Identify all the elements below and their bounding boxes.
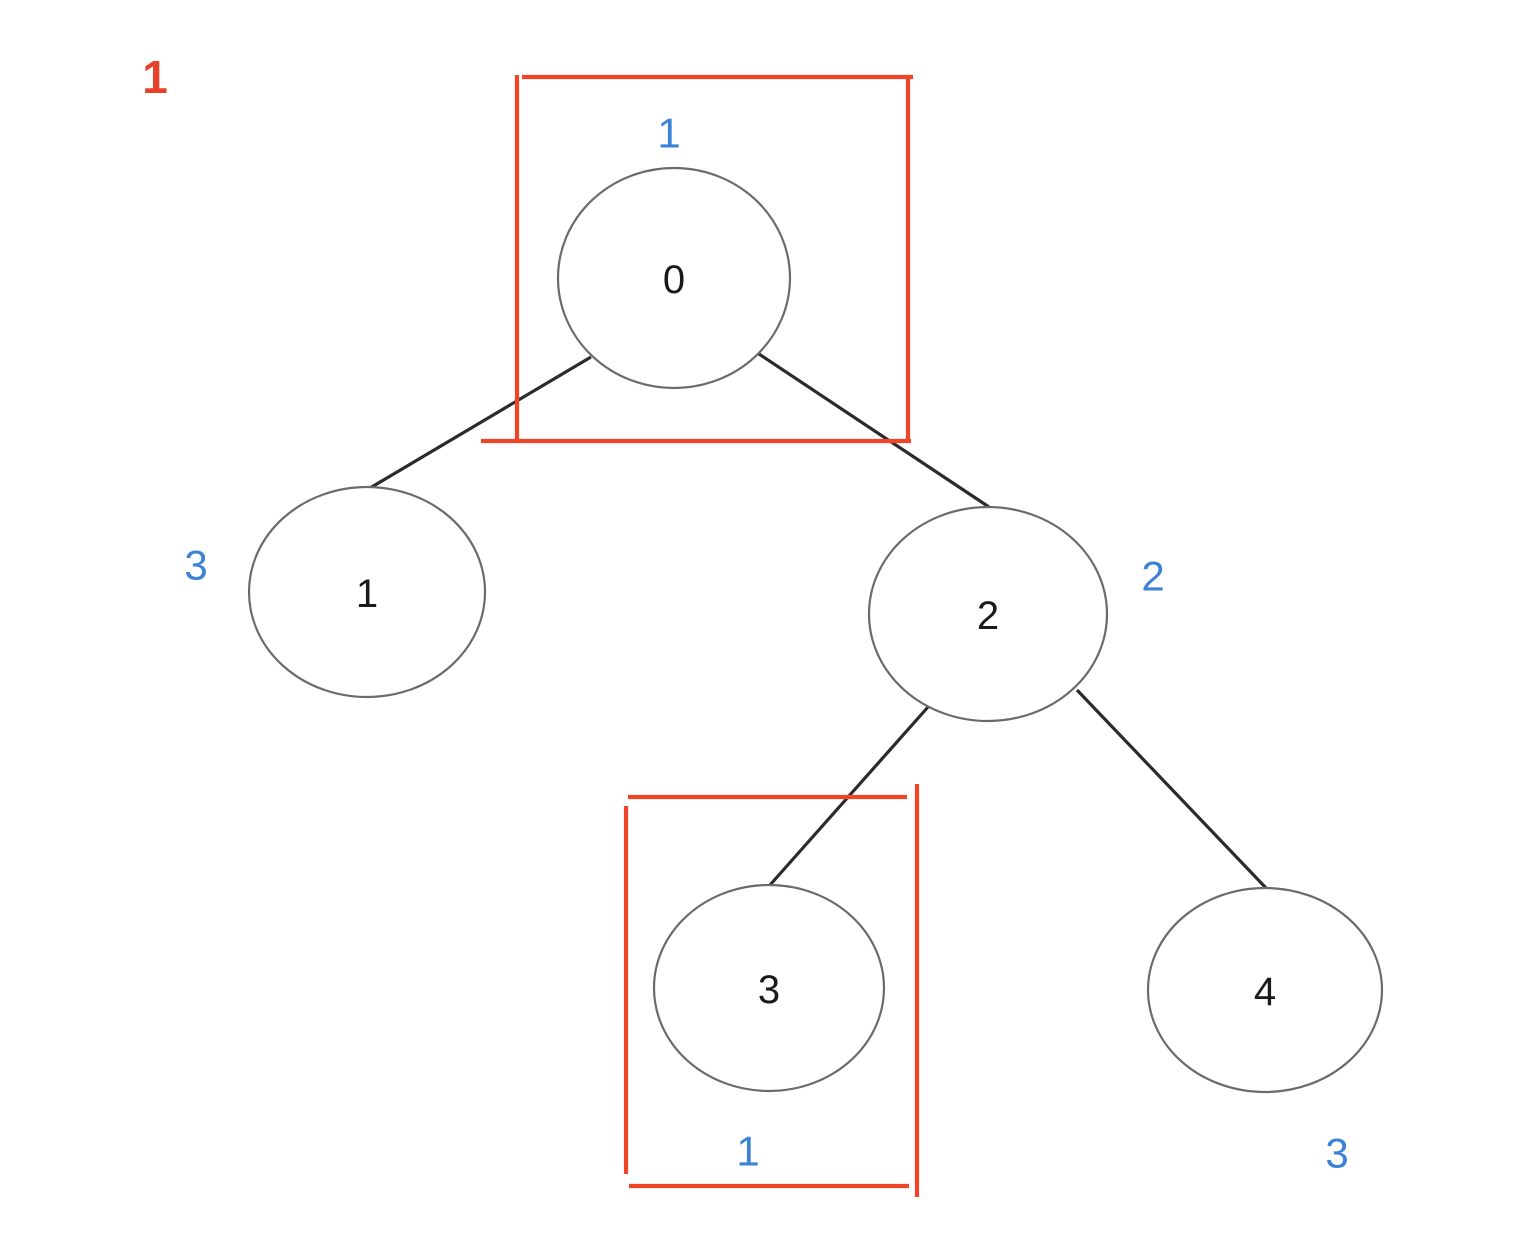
node-circle-2 [867,505,1109,723]
corner-label-group: 1 [142,51,168,103]
nodes-group: 0 1 2 3 4 [247,166,1384,1094]
aux-label-node4: 3 [1325,1130,1348,1177]
node-label-3: 3 [758,968,780,1012]
aux-labels-group: 1 3 2 1 3 [184,110,1348,1177]
node-circle-1 [247,485,487,699]
tree-node-3[interactable]: 3 [652,883,886,1093]
tree-node-1[interactable]: 1 [247,485,487,699]
tree-node-2[interactable]: 2 [867,505,1109,723]
node-circle-3 [652,883,886,1093]
edges-group [369,350,1268,890]
aux-label-node1: 3 [184,542,207,589]
tree-edge-n0-n2 [755,350,990,509]
aux-label-node3: 1 [736,1128,759,1175]
tree-edge-n0-n1 [369,355,592,490]
tree-node-0[interactable]: 0 [556,166,792,390]
aux-label-node0: 1 [657,110,680,157]
node-label-4: 4 [1254,970,1276,1014]
node-circle-4 [1146,886,1384,1094]
node-label-2: 2 [977,594,999,638]
tree-edge-n2-n4 [1075,688,1268,890]
node-circle-0 [556,166,792,390]
tree-node-4[interactable]: 4 [1146,886,1384,1094]
annotation-boxes-group [481,74,920,1197]
corner-step-label: 1 [142,51,168,103]
node-label-0: 0 [663,258,685,302]
node-label-1: 1 [356,572,378,616]
aux-label-node2: 2 [1141,553,1164,600]
